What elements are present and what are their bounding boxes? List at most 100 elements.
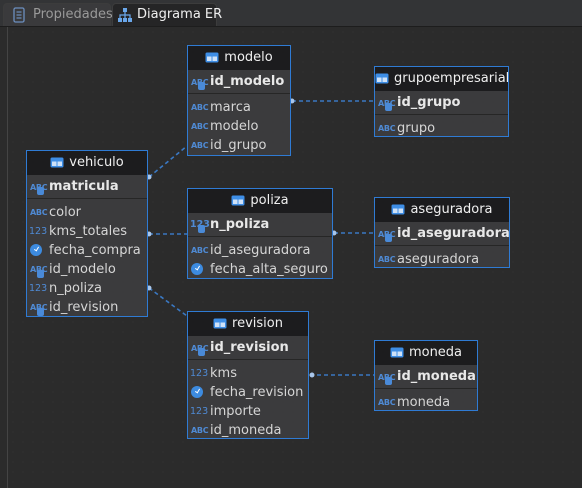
string-type-icon: ABC bbox=[30, 260, 48, 279]
table-icon bbox=[205, 52, 219, 63]
clock-icon bbox=[191, 386, 203, 398]
er-diagram-icon bbox=[118, 8, 132, 22]
column-row[interactable]: fecha_compra bbox=[27, 241, 147, 260]
column-name: id_aseguradora bbox=[210, 243, 311, 258]
column-name: id_modelo bbox=[210, 74, 285, 89]
key-icon bbox=[198, 82, 205, 90]
pk-row[interactable]: ABC id_modelo bbox=[188, 70, 290, 94]
column-name: n_poliza bbox=[49, 281, 102, 296]
tab-propiedades[interactable]: Propiedades bbox=[3, 3, 113, 26]
column-name: id_moneda bbox=[397, 369, 476, 384]
string-type-icon: ABC bbox=[191, 141, 209, 150]
entity-title: revision bbox=[232, 316, 283, 331]
column-name: modelo bbox=[210, 119, 259, 134]
column-name: kms_totales bbox=[49, 224, 127, 239]
pk-row[interactable]: ABC id_aseguradora bbox=[375, 222, 510, 246]
entity-title: aseguradora bbox=[410, 202, 493, 217]
column-name: fecha_alta_seguro bbox=[210, 262, 328, 277]
key-icon bbox=[198, 348, 205, 356]
string-type-icon: ABC bbox=[378, 398, 396, 407]
number-type-icon: 123 bbox=[29, 226, 48, 237]
entity-header: modelo bbox=[188, 46, 290, 70]
entity-title: poliza bbox=[250, 193, 289, 208]
tab-label: Diagrama ER bbox=[137, 7, 223, 22]
key-icon bbox=[37, 308, 44, 316]
string-type-icon: ABC bbox=[378, 124, 396, 133]
entity-title: grupoempresarial bbox=[394, 71, 510, 86]
column-name: id_revision bbox=[210, 340, 289, 355]
column-name: id_modelo bbox=[49, 262, 116, 277]
key-icon bbox=[37, 270, 44, 278]
pk-row[interactable]: ABC id_moneda bbox=[375, 365, 477, 389]
pk-row[interactable]: 123 n_poliza bbox=[188, 213, 332, 237]
column-name: id_moneda bbox=[210, 423, 282, 438]
entity-title: vehiculo bbox=[69, 155, 124, 170]
number-type-icon: 123 bbox=[29, 283, 48, 294]
column-name: marca bbox=[210, 100, 251, 115]
string-type-icon: ABC bbox=[30, 208, 48, 217]
column-name: n_poliza bbox=[210, 217, 270, 232]
editor-tab-bar: Propiedades Diagrama ER bbox=[0, 0, 582, 27]
column-name: moneda bbox=[397, 395, 451, 410]
tab-label: Propiedades bbox=[33, 7, 113, 22]
key-icon bbox=[385, 234, 392, 242]
column-name: id_revision bbox=[49, 300, 119, 315]
column-name: matricula bbox=[49, 179, 119, 194]
pk-row[interactable]: ABC id_grupo bbox=[375, 91, 508, 115]
pk-row[interactable]: ABC matricula bbox=[27, 175, 147, 199]
column-name: id_grupo bbox=[210, 138, 267, 153]
number-type-icon: 123 bbox=[190, 213, 210, 236]
entity-header: revision bbox=[188, 312, 308, 336]
string-type-icon: ABC bbox=[191, 246, 209, 255]
column-row[interactable]: fecha_alta_seguro bbox=[188, 260, 332, 279]
table-icon bbox=[231, 195, 245, 206]
column-name: kms bbox=[210, 366, 237, 381]
clock-icon bbox=[191, 263, 203, 275]
key-icon bbox=[37, 187, 44, 195]
key-icon bbox=[385, 377, 392, 385]
column-name: importe bbox=[210, 404, 261, 419]
column-name: grupo bbox=[397, 121, 436, 136]
entity-header: vehiculo bbox=[27, 151, 147, 175]
relation-vehiculo-revision bbox=[148, 287, 188, 317]
number-type-icon: 123 bbox=[190, 368, 209, 379]
pk-row[interactable]: ABC id_revision bbox=[188, 336, 308, 360]
entity-header: aseguradora bbox=[375, 198, 509, 222]
tab-diagrama-er[interactable]: Diagrama ER bbox=[112, 3, 222, 26]
table-icon bbox=[375, 73, 389, 84]
table-icon bbox=[213, 318, 227, 329]
column-row[interactable]: fecha_revision bbox=[188, 383, 308, 402]
entity-title: modelo bbox=[224, 50, 273, 65]
column-name: fecha_compra bbox=[49, 243, 141, 258]
relation-vehiculo-modelo bbox=[148, 145, 188, 178]
key-icon bbox=[198, 225, 205, 233]
entity-header: moneda bbox=[375, 341, 477, 365]
clock-icon bbox=[30, 244, 42, 256]
string-type-icon: ABC bbox=[30, 298, 48, 317]
entity-title: moneda bbox=[408, 345, 463, 360]
entity-aseguradora[interactable]: aseguradora ABC id_aseguradora ABCasegur… bbox=[374, 197, 510, 268]
column-name: id_aseguradora bbox=[397, 226, 510, 241]
key-icon bbox=[385, 103, 392, 111]
